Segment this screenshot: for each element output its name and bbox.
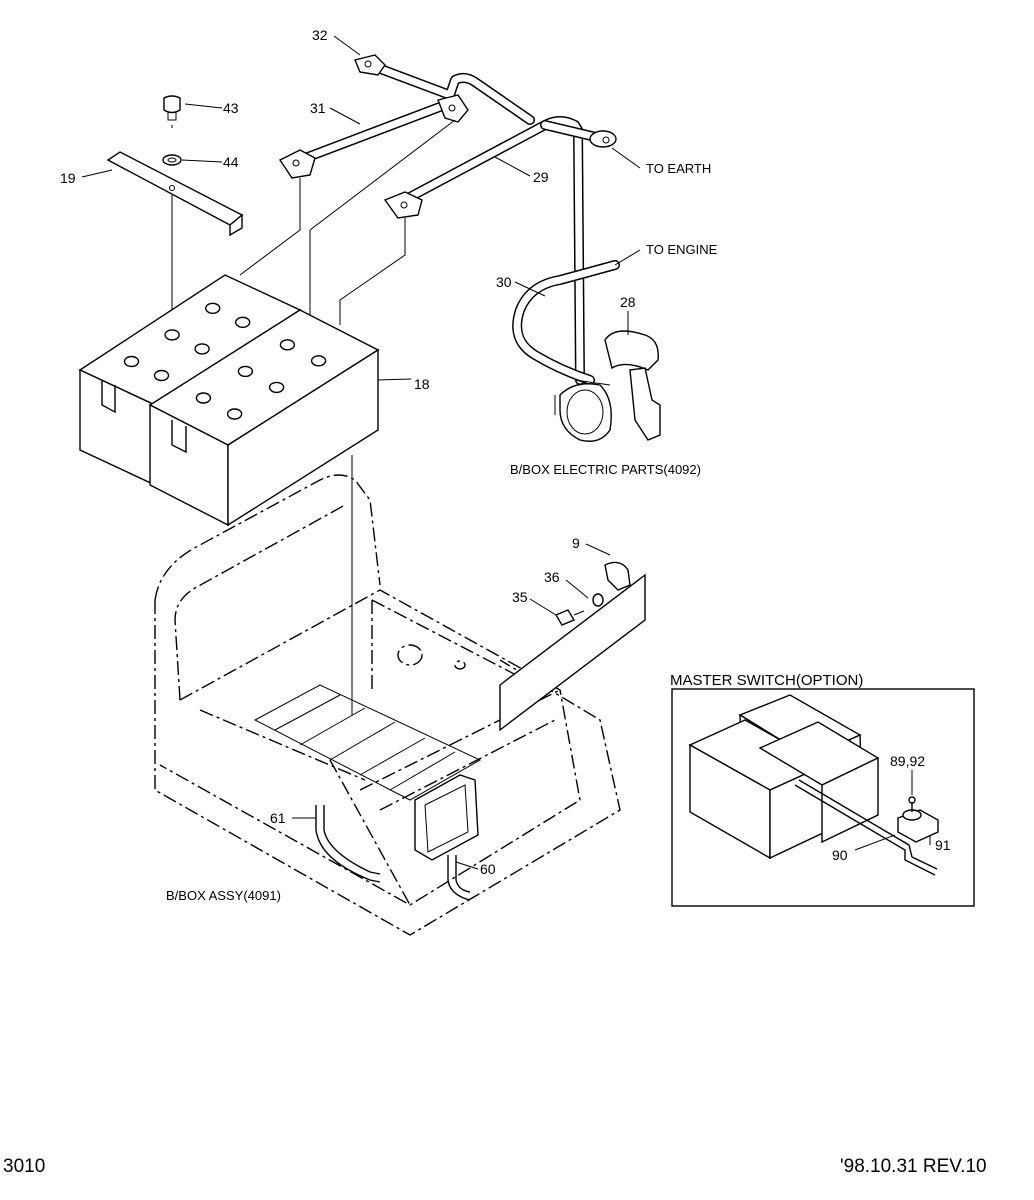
callout-18: 18: [414, 376, 430, 392]
cable-30-engine: [512, 260, 620, 385]
inset-title: MASTER SWITCH(OPTION): [670, 672, 863, 689]
page-code: 3010: [3, 1156, 45, 1177]
box-latch: [414, 774, 479, 861]
callout-leaders: [81, 35, 931, 870]
cable-32: [354, 54, 535, 125]
callout-36: 36: [544, 569, 560, 585]
battery-cap: [204, 302, 221, 314]
callout-91: 91: [935, 837, 951, 853]
note-box-assy: B/BOX ASSY(4091): [166, 888, 281, 903]
callout-61: 61: [270, 810, 286, 826]
leader-terminal-c: [339, 218, 406, 325]
callout-60: 60: [480, 861, 496, 877]
callout-44: 44: [223, 154, 239, 170]
cable-29-earth: [390, 116, 617, 385]
battery-cap: [279, 339, 296, 351]
battery-cap: [195, 392, 212, 404]
bolt-35: [554, 609, 585, 626]
battery-handles: [101, 380, 187, 454]
note-to-engine: TO ENGINE: [646, 242, 718, 257]
electric-parts-28: [554, 330, 661, 442]
cable-31: [278, 94, 469, 179]
battery-cap: [153, 369, 170, 382]
battery-box-floor-rails: [253, 684, 482, 801]
battery-caps: [123, 302, 327, 420]
callout-90: 90: [832, 847, 848, 863]
leader-terminal-b: [309, 119, 456, 320]
battery-cap: [123, 355, 140, 368]
note-electric-parts: B/BOX ELECTRIC PARTS(4092): [510, 462, 701, 477]
battery-cap: [164, 329, 180, 341]
callout-89-92: 89,92: [890, 753, 925, 769]
washer-44: [162, 154, 182, 166]
callout-9: 9: [572, 535, 580, 551]
battery-box-outline: [154, 474, 621, 936]
battery-cap: [194, 343, 210, 355]
battery-front: [148, 309, 380, 527]
callout-35: 35: [512, 589, 528, 605]
hold-down-bar-19: [106, 151, 244, 390]
inset-batteries: [688, 694, 880, 860]
battery-cap: [310, 355, 327, 367]
bracket-plate: [499, 573, 646, 732]
terminal-29: [383, 191, 423, 219]
leader-terminal-a: [239, 178, 301, 276]
callout-43: 43: [223, 100, 239, 116]
battery-cap: [268, 381, 285, 394]
clamp-9: [604, 561, 631, 591]
callout-19: 19: [60, 170, 76, 186]
callout-30: 30: [496, 274, 512, 290]
battery-cap: [226, 408, 243, 420]
callout-32: 32: [312, 27, 328, 43]
master-switch-89-92: [897, 796, 939, 843]
battery-cap: [234, 316, 251, 328]
washer-36: [592, 593, 604, 607]
callout-28: 28: [620, 294, 636, 310]
callout-31: 31: [310, 100, 326, 116]
note-to-earth: TO EARTH: [646, 161, 711, 176]
battery-cap: [237, 365, 254, 378]
hose-60: [447, 855, 471, 901]
hose-61: [315, 805, 381, 883]
bolt-43: [163, 95, 181, 128]
revision-date: '98.10.31 REV.10: [840, 1156, 987, 1177]
inset-switch-cable: [794, 779, 938, 876]
callout-29: 29: [533, 169, 549, 185]
